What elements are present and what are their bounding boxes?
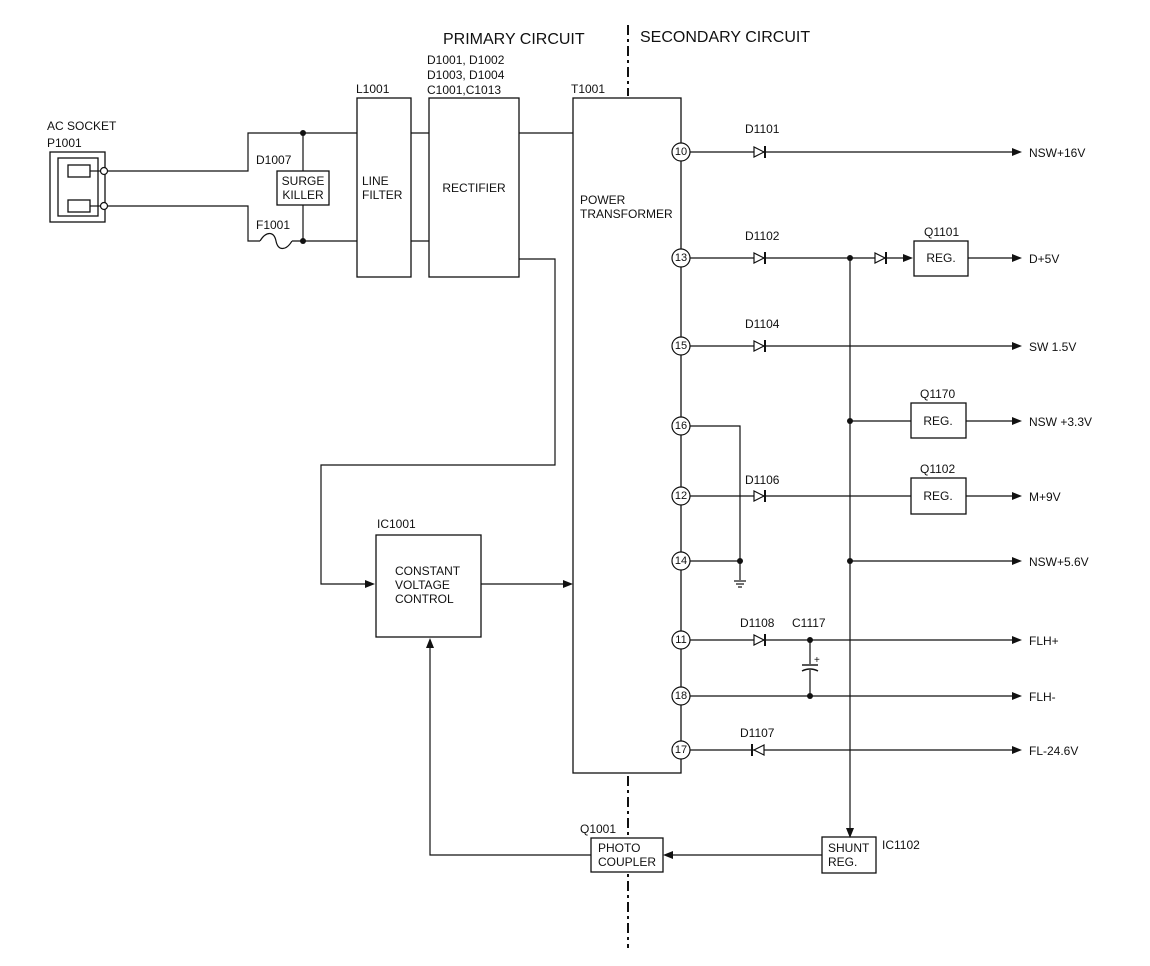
surge-killer-label-1: SURGE (282, 174, 325, 188)
pin-17: 17 (675, 744, 687, 756)
photo-coupler-block: PHOTO COUPLER (590, 837, 664, 873)
output-nsw56-label: NSW+5.6V (1029, 555, 1089, 569)
fuse-ref: F1001 (256, 218, 290, 232)
primary-circuit-header: PRIMARY CIRCUIT (443, 31, 585, 48)
output-flh-plus-label: FLH+ (1029, 634, 1059, 648)
output-d5-label: D+5V (1029, 252, 1059, 266)
rectifier-ref-2: D1003, D1004 (427, 68, 505, 82)
pin-14: 14 (675, 555, 687, 567)
diode-d1107-ref: D1107 (740, 726, 775, 740)
secondary-pins: 10 13 15 16 12 14 11 18 17 (671, 142, 691, 760)
coupler-to-control-wire (429, 648, 591, 856)
output-fl246-line (690, 744, 1022, 756)
pin-15: 15 (675, 340, 687, 352)
ac-socket-ref: P1001 (47, 136, 82, 150)
photo-coupler-ref: Q1001 (580, 822, 616, 836)
diode-d1104-ref: D1104 (745, 317, 780, 331)
output-sw15-line (690, 340, 1022, 352)
feedback-sense-wire (320, 258, 556, 585)
ic1001-ref: IC1001 (377, 517, 416, 531)
pin-18: 18 (675, 690, 687, 702)
shunt-reg-ref: IC1102 (882, 838, 920, 852)
reg-q1101-ref: Q1101 (924, 225, 959, 239)
output-m9-line (690, 490, 1022, 502)
reg-q1170-label: REG. (923, 414, 952, 428)
output-nsw16-label: NSW+16V (1029, 146, 1085, 160)
output-flh-minus-label: FLH- (1029, 690, 1056, 704)
rectifier-ref-3: C1001,C1013 (427, 83, 501, 97)
ic1001-label-3: CONTROL (395, 592, 454, 606)
output-flh-plus-line (690, 634, 1022, 646)
ac-socket (49, 151, 109, 223)
ic1001-label-1: CONSTANT (395, 564, 461, 578)
transformer-label-2: TRANSFORMER (580, 207, 673, 221)
output-m9-label: M+9V (1029, 490, 1061, 504)
ground-icon (734, 580, 746, 588)
surge-killer-ref: D1007 (256, 153, 292, 167)
line-filter-label-1: LINE (362, 174, 389, 188)
shunt-reg-label-1: SHUNT (828, 841, 870, 855)
shunt-reg-block: SHUNT REG. (821, 836, 877, 874)
capacitor-c1117 (801, 640, 819, 699)
pin-11: 11 (675, 634, 686, 646)
power-transformer-block: POWER TRANSFORMER (572, 97, 682, 774)
constant-voltage-control-block: CONSTANT VOLTAGE CONTROL (375, 534, 482, 638)
reg-q1170-ref: Q1170 (920, 387, 955, 401)
photo-coupler-label-1: PHOTO (598, 841, 640, 855)
surge-killer-block: SURGE KILLER (276, 170, 330, 206)
output-flh-minus-line (690, 692, 1022, 700)
pin-16: 16 (675, 420, 687, 432)
output-d5-line (690, 252, 1022, 264)
pin-10: 10 (675, 146, 687, 158)
pin-13: 13 (675, 252, 687, 264)
shunt-to-coupler-arrow (663, 851, 673, 859)
diode-d1101-ref: D1101 (745, 122, 780, 136)
transformer-ref: T1001 (571, 82, 605, 96)
diode-d1106-ref: D1106 (745, 473, 780, 487)
ic1001-label-2: VOLTAGE (395, 578, 450, 592)
reg-q1102-ref: Q1102 (920, 462, 955, 476)
line-filter-label-2: FILTER (362, 188, 403, 202)
transformer-label-1: POWER (580, 193, 626, 207)
surge-killer-label-2: KILLER (282, 188, 324, 202)
shunt-reg-label-2: REG. (828, 855, 857, 869)
fuse-symbol (259, 232, 293, 250)
coupler-to-control-arrow (426, 638, 434, 648)
capacitor-c1117-polarity: + (814, 655, 820, 666)
output-sw15-label: SW 1.5V (1029, 340, 1076, 354)
rail-5v-wiring (846, 258, 1022, 838)
rectifier-label: RECTIFIER (442, 181, 506, 195)
diode-d1102-ref: D1102 (745, 229, 780, 243)
diode-d1108-ref: D1108 (740, 616, 775, 630)
reg-q1102-block: REG. (910, 477, 967, 515)
line-filter-ref: L1001 (356, 82, 390, 96)
feedback-sense-arrow (365, 580, 375, 588)
ac-socket-title: AC SOCKET (47, 119, 117, 133)
rectifier-block: RECTIFIER (428, 97, 520, 278)
control-to-transformer-arrow (563, 580, 573, 588)
rectifier-ref-1: D1001, D1002 (427, 53, 505, 67)
output-nsw33-label: NSW +3.3V (1029, 415, 1092, 429)
reg-q1101-block: REG. (913, 240, 969, 277)
ac-input-wiring (108, 130, 357, 244)
secondary-circuit-header: SECONDARY CIRCUIT (640, 29, 810, 46)
reg-q1170-block: REG. (910, 402, 967, 439)
output-nsw16-line (690, 146, 1022, 158)
photo-coupler-label-2: COUPLER (598, 855, 656, 869)
reg-q1102-label: REG. (923, 489, 952, 503)
capacitor-c1117-ref: C1117 (792, 616, 826, 630)
pin16-ground-wiring (690, 425, 743, 580)
line-filter-block: LINE FILTER (356, 97, 412, 278)
output-fl246-label: FL-24.6V (1029, 744, 1078, 758)
pin-12: 12 (675, 490, 687, 502)
reg-q1101-label: REG. (926, 251, 955, 265)
